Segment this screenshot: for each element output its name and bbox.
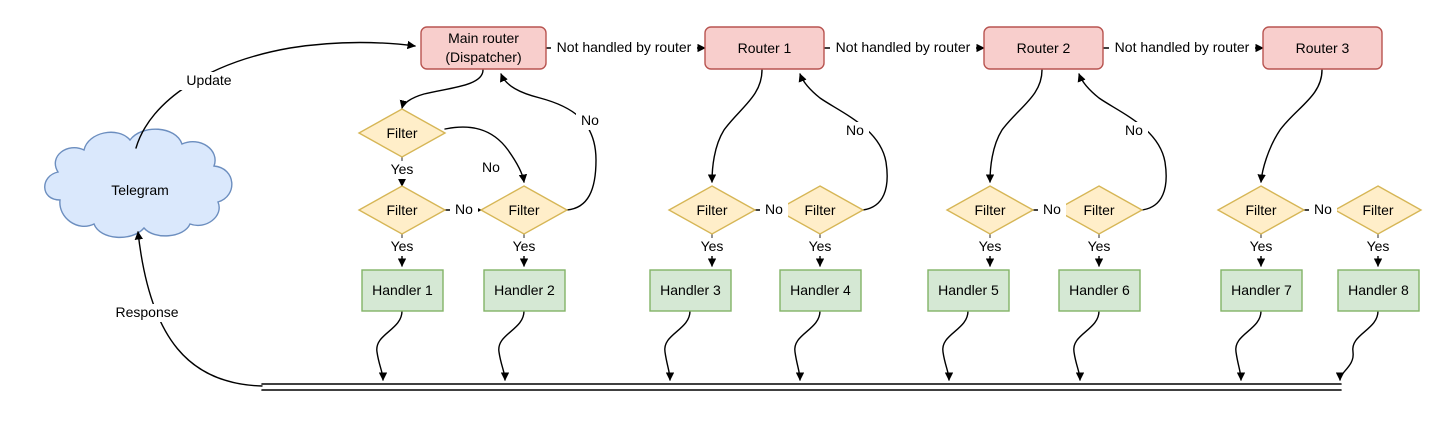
filter-diamond-f-r2-b	[1054, 185, 1144, 235]
edge-label-no-r1-a: No	[760, 201, 788, 219]
edge-main-b-no-return	[500, 73, 597, 211]
filter-diamond-f-main-top	[357, 108, 447, 158]
edge-h7-to-bus	[1235, 310, 1262, 381]
edge-h6-to-bus	[1073, 310, 1100, 381]
edge-h2-to-bus	[498, 310, 525, 381]
edge-label-response: Response	[106, 304, 188, 322]
edge-h4-to-bus	[794, 310, 821, 381]
edge-label-yes-r2-a: Yes	[969, 238, 1011, 256]
handler-box-h7	[1220, 269, 1303, 312]
filter-diamond-f-main-a	[357, 185, 447, 235]
edge-response	[134, 231, 263, 387]
edge-r3-to-filter-a	[1257, 69, 1323, 183]
filter-diamond-f-r2-a	[945, 185, 1035, 235]
edge-update	[135, 40, 416, 149]
handler-shapes	[361, 269, 1420, 312]
edge-main-top-no-to-b	[444, 126, 528, 183]
edge-label-no-main-a: No	[450, 201, 478, 219]
edge-label-no-r1-b: No	[841, 122, 869, 140]
edge-label-not-handled-3: Not handled by router	[1109, 39, 1255, 57]
filter-shapes	[357, 108, 1423, 235]
router-box-main	[420, 26, 547, 70]
telegram-cloud-shape	[44, 128, 233, 239]
edge-label-no-main-top: No	[477, 159, 505, 177]
edge-label-not-handled-1: Not handled by router	[551, 39, 697, 57]
edge-layer: f-main-b --> f-main-a --> f-main-b --> b…	[44, 40, 1383, 391]
edge-label-yes-main-top: Yes	[381, 161, 423, 179]
handler-box-h6	[1058, 269, 1141, 312]
router-box-r2	[983, 26, 1104, 70]
edge-label-yes-main-b: Yes	[503, 238, 545, 256]
edge-label-not-handled-2: Not handled by router	[830, 39, 976, 57]
edge-r1-to-filter-a	[707, 69, 763, 183]
edge-h5-to-bus	[942, 310, 969, 381]
filter-diamond-f-r3-b	[1333, 185, 1423, 235]
edge-label-yes-r3-b: Yes	[1357, 238, 1399, 256]
filter-diamond-f-r1-a	[667, 185, 757, 235]
handler-box-h1	[361, 269, 444, 312]
handler-box-h2	[483, 269, 566, 312]
router-box-r1	[704, 26, 825, 70]
edge-label-no-main-b: No	[576, 112, 604, 130]
router-box-r3	[1262, 26, 1383, 70]
edge-label-yes-r3-a: Yes	[1240, 238, 1282, 256]
edge-h3-to-bus	[664, 310, 691, 381]
filter-diamond-f-r3-a	[1216, 185, 1306, 235]
edge-label-yes-r1-b: Yes	[799, 238, 841, 256]
filter-diamond-f-main-b	[479, 185, 569, 235]
handler-box-h3	[649, 269, 732, 312]
edge-label-no-r2-b: No	[1120, 122, 1148, 140]
edge-label-yes-main-a: Yes	[381, 238, 423, 256]
router-shapes	[420, 26, 1383, 70]
edge-label-no-r2-a: No	[1038, 201, 1066, 219]
handler-box-h5	[927, 269, 1010, 312]
filter-diamond-f-r1-b	[775, 185, 865, 235]
handler-box-h4	[779, 269, 862, 312]
edge-r2-to-filter-a	[985, 69, 1043, 183]
edge-label-yes-r1-a: Yes	[691, 238, 733, 256]
edge-h8-to-bus	[1335, 310, 1379, 381]
edge-label-no-r3-a: No	[1309, 201, 1337, 219]
edge-h1-to-bus	[376, 310, 403, 381]
edge-label-yes-r2-b: Yes	[1078, 238, 1120, 256]
edge-main-to-filter-top	[399, 69, 484, 109]
edge-label-update: Update	[178, 72, 240, 90]
handler-box-h8	[1337, 269, 1420, 312]
